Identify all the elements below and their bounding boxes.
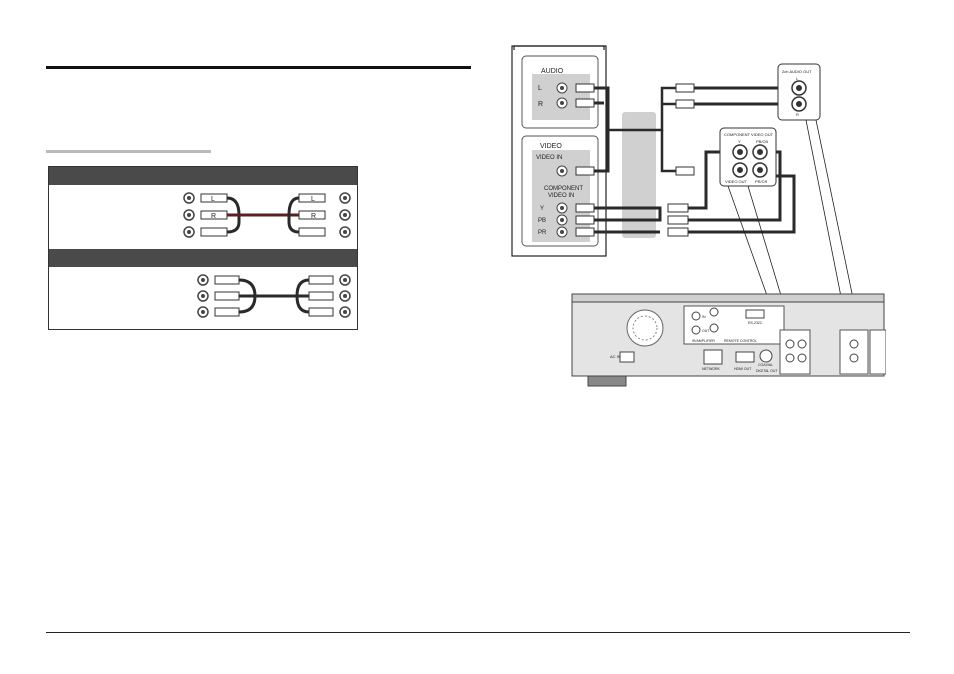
- section-rule: [46, 66, 471, 69]
- remote-control: REMOTE CONTROL: [724, 339, 757, 343]
- footer-rule: [46, 632, 910, 633]
- cable-drawings: L R L R: [183, 192, 351, 318]
- tv-audio-title: AUDIO: [541, 68, 564, 75]
- rs232: RS-232C: [748, 321, 763, 325]
- component-cable-drawing: [197, 274, 351, 318]
- audio-out-title: 2ch AUDIO OUT: [782, 69, 812, 74]
- ir-label: IR/AMPLIFIER: [692, 339, 715, 343]
- tv-panel-frame: [511, 45, 607, 257]
- audio-cable-header-bar: [49, 167, 357, 185]
- ir-in: IN: [702, 315, 706, 319]
- tv-component-line1: COMPONENT: [544, 186, 583, 192]
- tv-video-title: VIDEO: [540, 143, 562, 150]
- comp-out-prcr: PR/CR: [755, 179, 768, 184]
- tv-component-line2: VIDEO IN: [548, 193, 574, 199]
- plug-label-l: L: [211, 196, 215, 203]
- comp-out-y: Y: [738, 139, 741, 144]
- hdmi-label: HDMI OUT: [734, 367, 752, 371]
- ac-in: AC IN: [610, 354, 621, 359]
- plug-label-l-right: L: [311, 196, 315, 203]
- player-rear-panel: AC IN IN OUT IR/AMPLIFIER REMOTE CONTROL…: [571, 293, 886, 387]
- audio-cable-drawing: L R L R: [183, 192, 351, 238]
- audio-out-l: L: [796, 76, 799, 81]
- comp-out-pbcb: PB/CB: [756, 139, 768, 144]
- comp-out-video: VIDEO OUT: [725, 179, 748, 184]
- plug-label-r: R: [211, 213, 216, 220]
- cable-illustration-box: L R L R: [48, 166, 358, 330]
- tv-comp-pr: PR: [538, 230, 547, 236]
- subsection-rule: [46, 150, 211, 153]
- tv-video-in: VIDEO IN: [536, 155, 562, 161]
- tv-audio-l: L: [538, 85, 542, 92]
- network-label: NETWORK: [702, 367, 721, 371]
- tv-audio-r: R: [538, 101, 543, 108]
- plug-label-r-right: R: [311, 213, 316, 220]
- digital-out-label: DIGITAL OUT: [756, 369, 778, 373]
- connection-diagram: AUDIO L R VIDEO VIDEO IN COMPONENT VIDEO…: [511, 45, 886, 387]
- comp-out-title: COMPONENT VIDEO OUT: [724, 132, 774, 137]
- coaxial-label: COAXIAL: [758, 363, 773, 367]
- video-cable-header-bar: [49, 249, 357, 267]
- tv-comp-pb: PB: [538, 218, 546, 224]
- audio-out-r: R: [796, 112, 799, 117]
- tv-comp-y: Y: [540, 206, 544, 212]
- ir-out: OUT: [702, 329, 710, 333]
